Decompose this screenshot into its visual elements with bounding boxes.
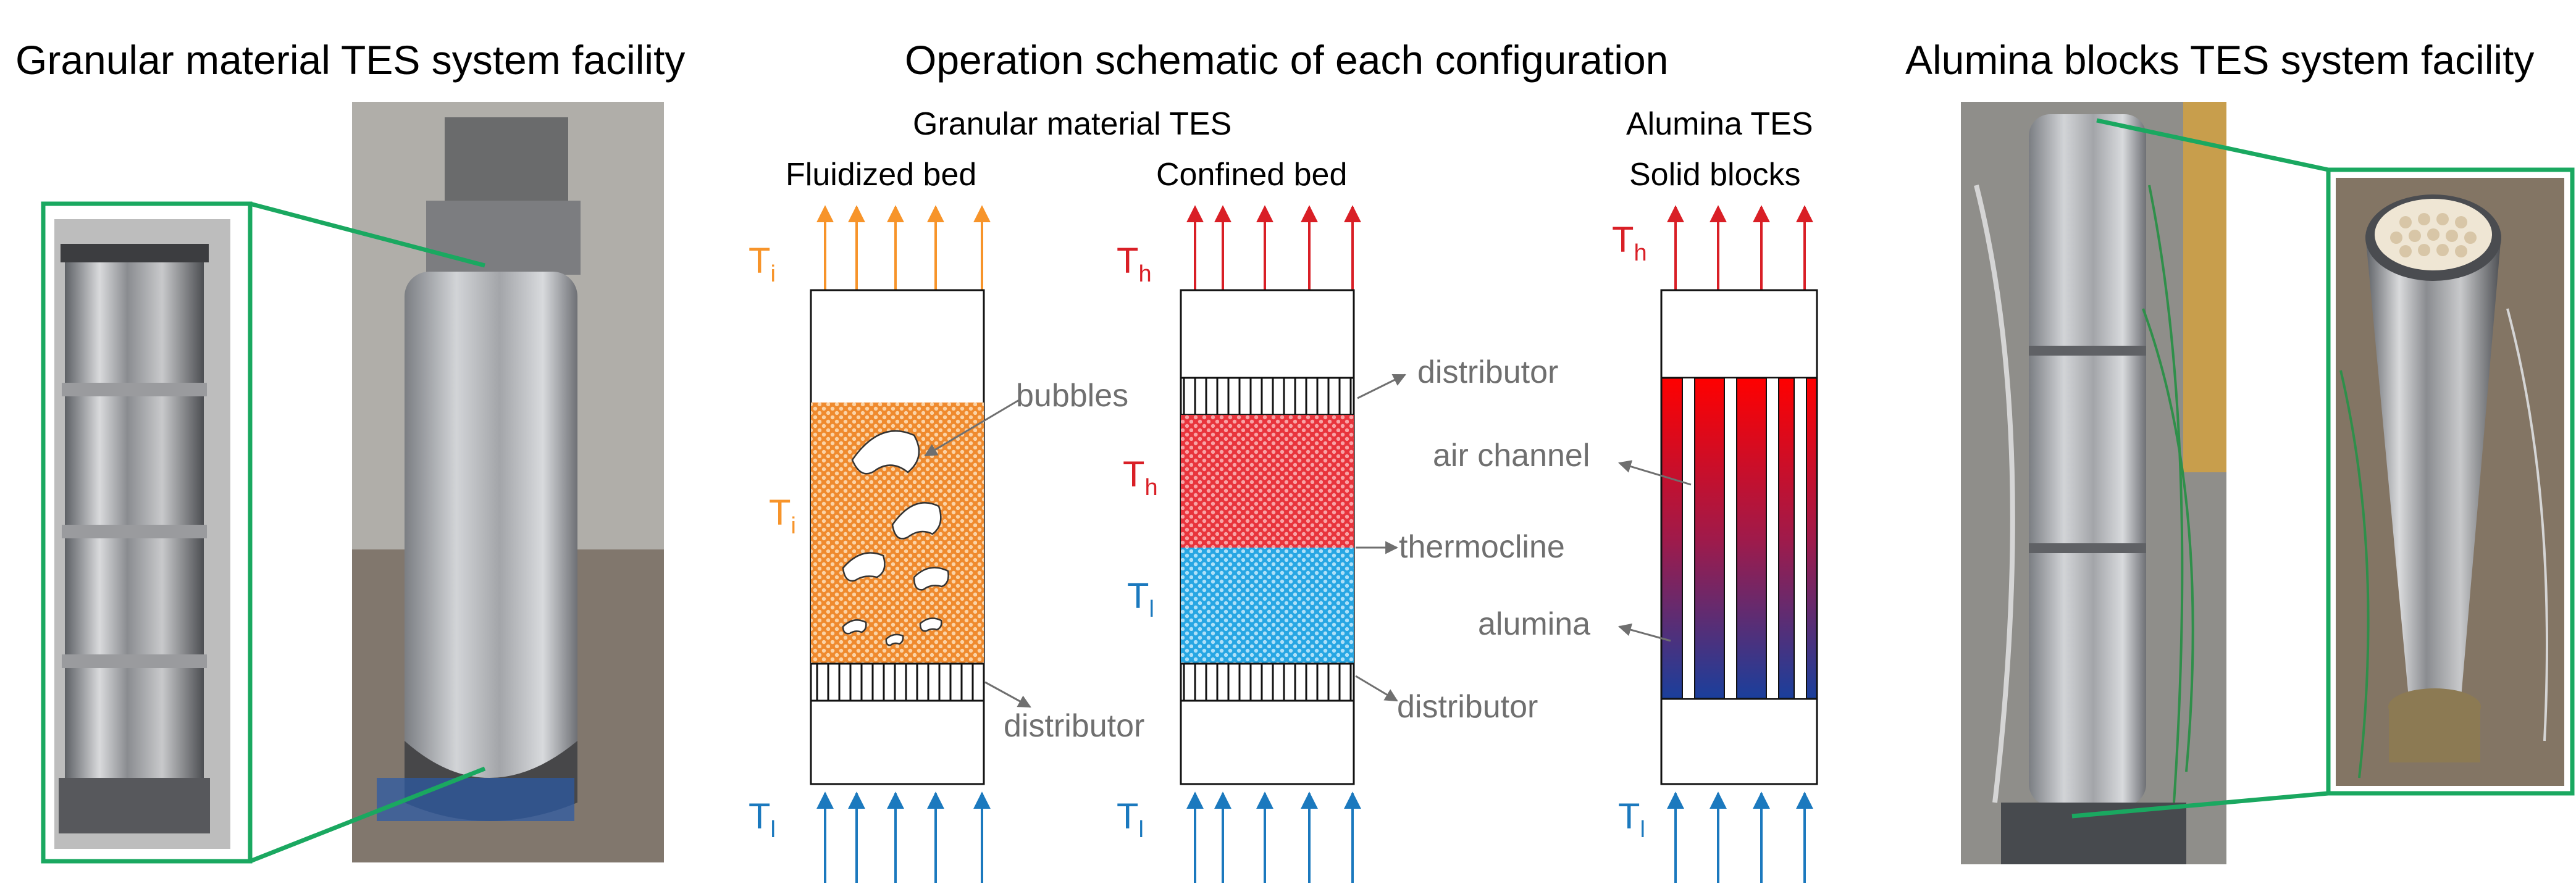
fluidized-distributor-label: distributor [1004,708,1144,744]
fluidized-distributor [810,662,985,702]
fluidized-bed-temp: Ti [769,493,796,539]
confined-hot-region [1181,415,1354,548]
solid-blocks-label: Solid blocks [1629,157,1800,193]
fluidized-bed-diagram [810,205,991,883]
alumina-outlet-arrows [1667,205,1813,290]
confined-top-distributor-label: distributor [1417,354,1558,390]
bubbles-pointer [924,399,1020,457]
alumina-zoom-photo [2336,178,2564,786]
zoom-line-top [250,201,485,268]
fluidized-distributor-pointer [984,681,1031,708]
confined-top-distributor [1180,377,1355,416]
alumina-facility-photo [1961,102,2226,864]
granular-zoom-photo [54,219,230,849]
confined-bottom-distributor-label: distributor [1397,689,1538,725]
confined-hot-temp: Th [1123,454,1158,501]
zoom-line-bottom [249,766,486,864]
alumina-zoom-line-top [2096,118,2329,172]
air-channel-pointer [1617,460,1692,486]
granular-group-label: Granular material TES [913,106,1231,142]
alumina-zoom-frame [2326,167,2575,796]
left-title: Granular material TES system facility [15,37,685,83]
confined-bottom-distributor [1180,662,1355,702]
air-channel [1766,377,1779,699]
confined-outlet-temp: Th [1117,241,1152,287]
alumina-label: alumina [1478,606,1590,642]
confined-inlet-temp: Tl [1117,796,1144,843]
air-channel [1794,377,1807,699]
fluidized-outlet-arrows [816,205,991,290]
confined-cold-region [1181,548,1354,664]
thermocline-label: thermocline [1399,529,1565,565]
alumina-zoom-line-bottom [2071,791,2329,819]
air-channel [1682,377,1695,699]
bubbles-label: bubbles [1016,378,1128,414]
alumina-blocks-diagram [1660,205,1818,883]
granular-zoom-frame [41,201,253,864]
granular-facility-photo [352,102,664,862]
alumina-outlet-temp: Th [1612,220,1647,266]
confined-cold-temp: Tl [1127,576,1154,622]
fluidized-inlet-temp: Tl [749,796,776,843]
fluidized-outlet-temp: Ti [749,241,776,287]
alumina-inlet-arrows [1667,791,1813,883]
confined-bed-label: Confined bed [1156,157,1347,193]
air-channel [1724,377,1737,699]
right-title: Alumina blocks TES system facility [1905,37,2534,83]
confined-bottom-distributor-pointer [1355,675,1398,702]
bubble-shapes [842,430,949,646]
alumina-group-label: Alumina TES [1626,106,1813,142]
alumina-inlet-temp: Tl [1618,796,1645,843]
air-channel-label: air channel [1433,438,1590,474]
confined-bed-diagram [1180,205,1361,883]
alumina-block-columns [1660,377,1818,700]
fluidized-bed-label: Fluidized bed [786,157,976,193]
confined-outlet-arrows [1186,205,1361,290]
alumina-pointer [1617,623,1671,642]
center-title: Operation schematic of each configuratio… [905,37,1668,83]
confined-top-distributor-pointer [1357,374,1406,399]
confined-inlet-arrows [1186,791,1361,883]
fluidized-inlet-arrows [816,791,991,883]
